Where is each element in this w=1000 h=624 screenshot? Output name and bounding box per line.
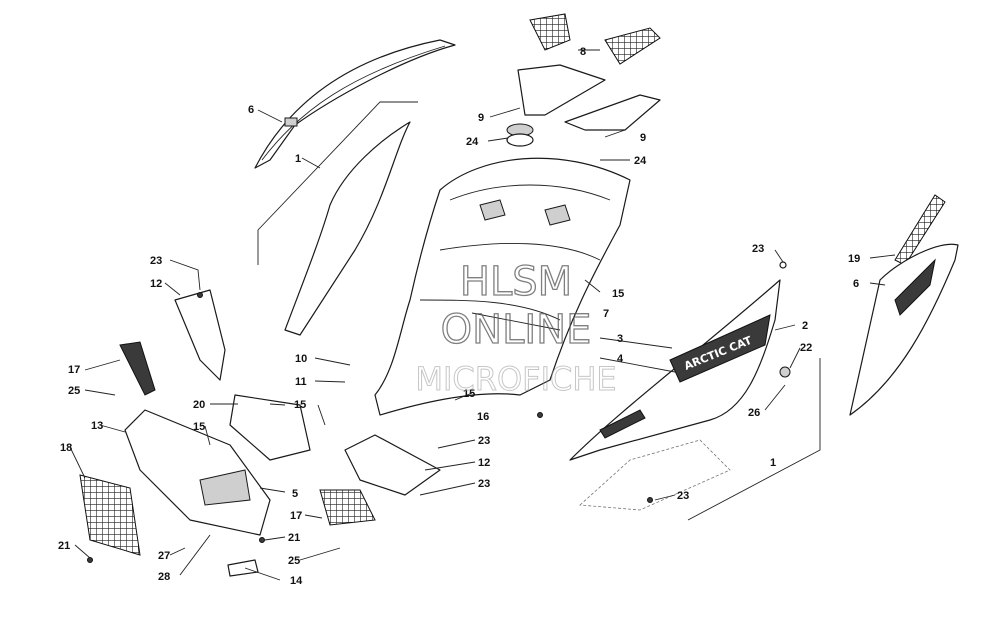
callout-15: 15 (193, 421, 205, 433)
callout-18: 18 (60, 442, 72, 454)
callout-21: 21 (288, 532, 300, 544)
part-9-vent-bezels (517, 64, 661, 131)
callout-23: 23 (150, 255, 162, 267)
callout-12: 12 (478, 457, 490, 469)
part-1-left-side-panel (257, 101, 418, 336)
callout-23: 23 (478, 478, 490, 490)
callout-7: 7 (603, 308, 609, 320)
callout-27: 27 (158, 550, 170, 562)
part-14-plate (227, 559, 259, 577)
part-12-lower-bracket (344, 434, 441, 496)
callout-2: 2 (802, 320, 808, 332)
callout-17: 17 (68, 364, 80, 376)
callout-15: 15 (294, 399, 306, 411)
callout-23: 23 (478, 435, 490, 447)
callout-23: 23 (752, 243, 764, 255)
hardware (87, 261, 791, 563)
left-brackets (119, 289, 311, 461)
callout-14: 14 (290, 575, 303, 587)
callout-24: 24 (466, 136, 479, 148)
callout-8: 8 (580, 46, 586, 58)
watermark: HLSM ONLINE MICROFICHE (415, 258, 617, 398)
callout-10: 10 (295, 353, 307, 365)
part-6-left-trim (254, 39, 456, 169)
callout-15: 15 (612, 288, 624, 300)
callout-16: 16 (477, 411, 489, 423)
callout-11: 11 (295, 376, 307, 388)
callout-13: 13 (91, 420, 103, 432)
callout-19: 19 (848, 253, 860, 265)
callout-9: 9 (478, 112, 484, 124)
callout-24: 24 (634, 155, 647, 167)
callout-22: 22 (800, 342, 812, 354)
callout-25: 25 (68, 385, 80, 397)
callout-1: 1 (770, 457, 776, 469)
callout-15: 15 (463, 388, 475, 400)
leader-lines (69, 49, 896, 581)
callout-28: 28 (158, 571, 170, 583)
part-17-lower-vent (319, 489, 376, 526)
callout-25: 25 (288, 555, 300, 567)
callout-26: 26 (748, 407, 760, 419)
callout-3: 3 (617, 333, 623, 345)
part-8-vents (529, 13, 661, 65)
callout-21: 21 (58, 540, 70, 552)
right-side-panel: ARCTIC CAT (569, 279, 781, 511)
callout-9: 9 (640, 132, 646, 144)
part-6-right-trim (849, 243, 959, 416)
right-guide-line (687, 358, 821, 521)
central-hood (374, 157, 631, 416)
callout-23: 23 (677, 490, 689, 502)
part-13-frame (124, 409, 271, 536)
watermark-line-3: MICROFICHE (415, 360, 616, 398)
callout-6: 6 (853, 278, 859, 290)
callout-20: 20 (193, 399, 205, 411)
callout-1: 1 (295, 153, 301, 165)
callout-5: 5 (292, 488, 298, 500)
callout-17: 17 (290, 510, 302, 522)
part-18-grille (79, 474, 141, 556)
callout-12: 12 (150, 278, 162, 290)
callout-labels: 6 1 8 9 9 24 24 23 12 17 25 10 11 20 15 … (58, 46, 860, 587)
callout-6: 6 (248, 104, 254, 116)
watermark-line-2: ONLINE (441, 307, 592, 353)
callout-4: 4 (617, 353, 624, 365)
watermark-line-1: HLSM (460, 259, 572, 305)
